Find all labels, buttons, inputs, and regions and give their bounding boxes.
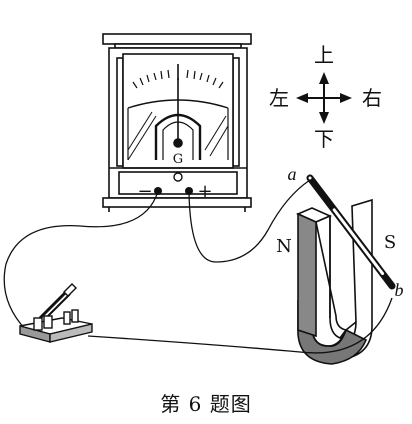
direction-left-label: 左 <box>269 86 289 110</box>
knife-switch <box>19 283 93 343</box>
wire-positive-to-a <box>188 179 311 263</box>
south-pole-label: S <box>384 232 396 253</box>
pivot <box>173 138 183 148</box>
direction-up-label: 上 <box>314 43 334 67</box>
galvanometer-label: G <box>173 152 183 167</box>
wire-negative-to-switch <box>3 190 159 331</box>
arrow-up-icon <box>319 72 329 84</box>
arrow-down-icon <box>319 112 329 124</box>
u-magnet <box>296 198 373 365</box>
negative-terminal-label: − <box>137 181 152 202</box>
figure-caption: 第 6 题图 <box>160 392 252 416</box>
direction-compass <box>296 72 352 124</box>
arrow-right-icon <box>340 93 352 103</box>
north-pole-label: N <box>276 236 292 257</box>
wires <box>3 179 393 354</box>
positive-terminal-label: + <box>197 181 212 202</box>
rod-end-b-label: b <box>395 280 404 300</box>
direction-down-label: 下 <box>314 127 334 151</box>
dial-scale <box>132 64 224 89</box>
rod-end-a-label: a <box>288 164 297 184</box>
conducting-rod <box>306 174 396 290</box>
glass-reflection <box>127 111 229 161</box>
direction-right-label: 右 <box>362 86 382 110</box>
arrow-left-icon <box>296 93 308 103</box>
wire-switch-to-b <box>87 297 393 354</box>
galvanometer <box>102 33 252 212</box>
